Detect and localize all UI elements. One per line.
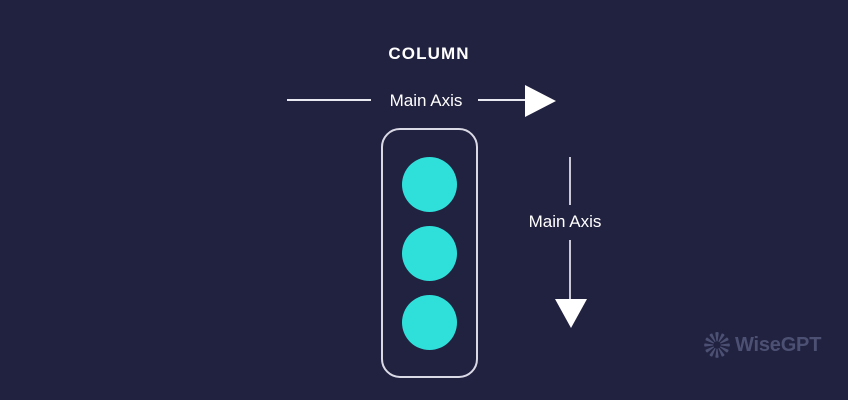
horizontal-axis-label: Main Axis [389, 91, 463, 110]
arrow-down-icon [555, 299, 587, 328]
vertical-axis-line-bottom [569, 240, 571, 301]
circle-item [402, 225, 457, 281]
horizontal-axis-line-left [287, 99, 371, 101]
page-title: COLUMN [388, 44, 470, 63]
watermark-logo: WiseGPT [703, 331, 821, 359]
column-container [381, 128, 478, 378]
horizontal-main-axis: Main Axis [287, 84, 562, 118]
circle-item [402, 156, 457, 212]
horizontal-axis-line-right [478, 99, 527, 101]
vertical-axis-label: Main Axis [528, 212, 602, 231]
pinwheel-icon [703, 331, 731, 359]
vertical-main-axis: Main Axis [505, 150, 625, 335]
arrow-right-icon [525, 85, 556, 117]
watermark-text: WiseGPT [735, 333, 822, 356]
circle-item [402, 294, 457, 350]
vertical-axis-line-top [569, 157, 571, 205]
